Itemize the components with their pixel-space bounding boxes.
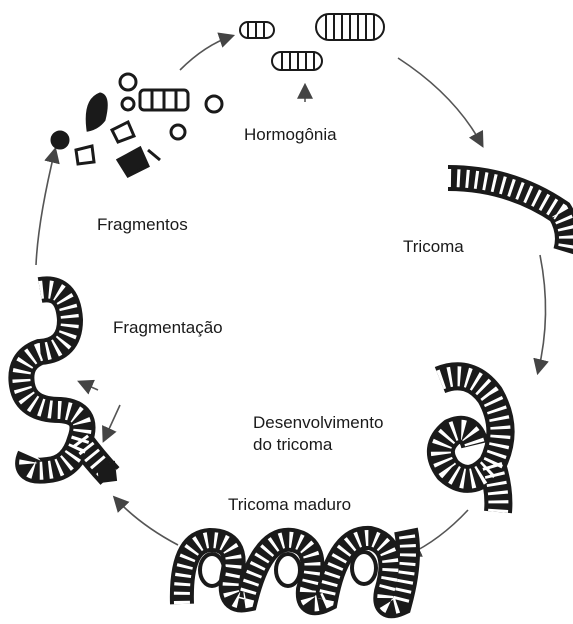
mature-tricoma <box>182 530 408 606</box>
fragment-ring <box>122 98 134 110</box>
fragment-shard <box>118 148 148 176</box>
label-desenvolvimento-do-tricoma: Desenvolvimento do tricoma <box>253 412 383 456</box>
hormogonium-2 <box>316 14 384 40</box>
label-tricoma-maduro: Tricoma maduro <box>228 494 351 516</box>
fragment-ring <box>120 74 136 90</box>
label-desenvolvimento-line2: do tricoma <box>253 434 383 456</box>
hormogonium-3 <box>272 52 322 70</box>
fragmenting-tricoma <box>21 289 116 482</box>
arrow-hormogonia-to-tricoma <box>398 58 482 145</box>
arrow-fragments-to-hormogonia <box>180 36 232 70</box>
fragment-shard <box>76 146 94 164</box>
fragments-cluster <box>52 74 222 176</box>
developing-tricoma-spiral <box>440 376 501 512</box>
arrow-fragmentation-to-fragments <box>36 150 55 265</box>
fragment-ring <box>171 125 185 139</box>
tricoma-filament <box>448 178 568 252</box>
fragment-dot <box>52 132 68 148</box>
arrow-fragmentation-point-2 <box>104 405 120 440</box>
arrow-fragmentation-point-1 <box>80 382 98 390</box>
fragment-shard <box>87 94 106 130</box>
label-tricoma: Tricoma <box>403 236 464 258</box>
necridium-cell <box>98 462 116 482</box>
label-desenvolvimento-line1: Desenvolvimento <box>253 412 383 434</box>
arrow-tricoma-to-development <box>538 255 546 372</box>
arrow-mature-to-fragmentation <box>115 498 178 545</box>
label-hormogonia: Hormogônia <box>244 124 337 146</box>
label-fragmentacao: Fragmentação <box>113 317 223 339</box>
label-fragmentos: Fragmentos <box>97 214 188 236</box>
hormogonium-1 <box>240 22 274 38</box>
fragment-ring <box>206 96 222 112</box>
fragment-shard <box>112 122 134 142</box>
hormogonia-filaments <box>240 14 384 70</box>
